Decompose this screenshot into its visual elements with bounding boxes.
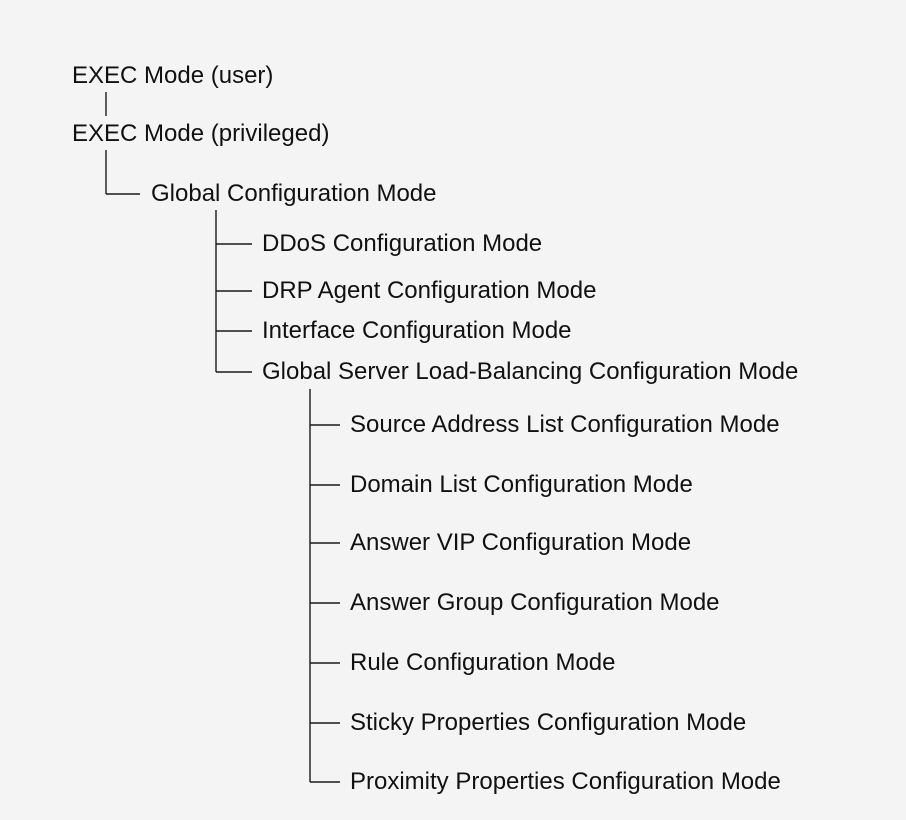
node-rule-configuration-mode: Rule Configuration Mode (350, 649, 616, 676)
node-proximity-properties-configuration-mode: Proximity Properties Configuration Mode (350, 768, 781, 795)
node-sticky-properties-configuration-mode: Sticky Properties Configuration Mode (350, 709, 747, 736)
node-exec-mode-privileged: EXEC Mode (privileged) (72, 120, 330, 147)
node-global-configuration-mode: Global Configuration Mode (151, 180, 437, 207)
node-gslb-configuration-mode: Global Server Load-Balancing Configurati… (262, 358, 799, 385)
node-answer-vip-configuration-mode: Answer VIP Configuration Mode (350, 529, 692, 556)
node-interface-configuration-mode: Interface Configuration Mode (262, 317, 572, 344)
node-exec-mode-user: EXEC Mode (user) (72, 62, 274, 89)
node-answer-group-configuration-mode: Answer Group Configuration Mode (350, 589, 720, 616)
node-domain-list-configuration-mode: Domain List Configuration Mode (350, 471, 693, 498)
node-source-address-list-configuration-mode: Source Address List Configuration Mode (350, 411, 780, 438)
node-drp-agent-configuration-mode: DRP Agent Configuration Mode (262, 277, 597, 304)
node-ddos-configuration-mode: DDoS Configuration Mode (262, 230, 543, 257)
